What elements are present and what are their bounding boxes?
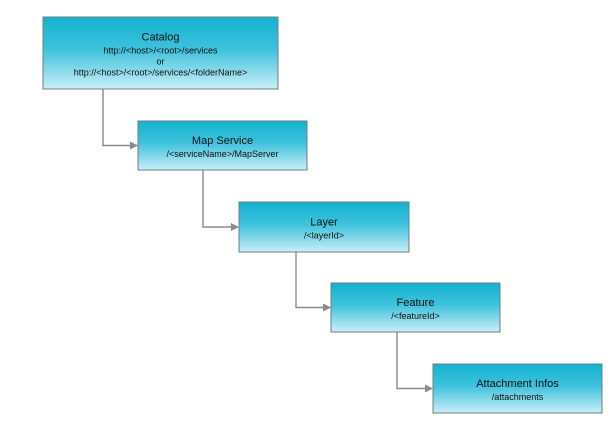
node-map-service-title: Map Service (192, 135, 253, 147)
node-feature-title: Feature (397, 297, 435, 309)
node-attachment-infos-line-0: /attachments (492, 392, 544, 402)
connector-map-service-to-layer (202, 170, 239, 231)
connector-catalog-to-map-service (102, 89, 138, 150)
connector-layer-to-feature (295, 252, 331, 312)
node-feature: Feature /<featureId> (330, 282, 501, 333)
node-catalog-line-2: http://<host>/<root>/services/<folderNam… (74, 68, 248, 78)
node-map-service: Map Service /<serviceName>/MapServer (137, 120, 308, 171)
connector-feature-to-attachment-infos (396, 332, 433, 393)
connectors (102, 89, 433, 393)
node-feature-line-0: /<featureId> (391, 311, 440, 321)
node-map-service-line-0: /<serviceName>/MapServer (166, 149, 278, 159)
node-layer-line-0: /<layerId> (304, 231, 344, 241)
node-catalog-box (42, 16, 279, 90)
node-catalog-line-0: http://<host>/<root>/services (103, 46, 218, 56)
node-map-service-box (137, 120, 308, 171)
nodes: Catalog http://<host>/<root>/servicesorht… (42, 16, 603, 414)
node-catalog-title: Catalog (142, 32, 180, 44)
node-layer-title: Layer (310, 217, 338, 229)
node-layer-box (238, 201, 410, 253)
node-catalog-line-1: or (156, 57, 164, 67)
node-attachment-infos-title: Attachment Infos (476, 378, 559, 390)
node-layer: Layer /<layerId> (238, 201, 410, 253)
node-attachment-infos: Attachment Infos/attachments (432, 363, 603, 414)
node-attachment-infos-box (432, 363, 603, 414)
node-catalog: Catalog http://<host>/<root>/servicesorht… (42, 16, 279, 90)
node-feature-box (330, 282, 501, 333)
